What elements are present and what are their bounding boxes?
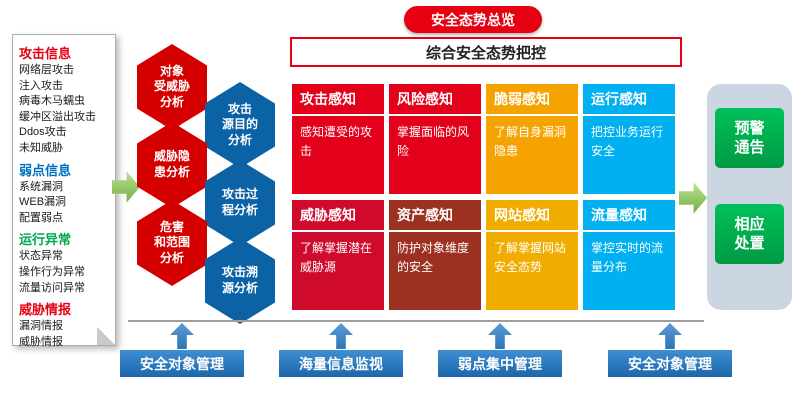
section-title-runtime-anomaly: 运行异常 <box>19 232 72 248</box>
hexagon-attack-traceback-analysis: 攻击溯 源分析 <box>205 238 275 324</box>
page-fold-corner <box>97 327 115 345</box>
hexagon-harm-scope-analysis: 危害 和范围 分析 <box>137 200 207 286</box>
left-info-panel: 攻击信息 网络层攻击 注入攻击 病毒木马蠕虫 缓冲区溢出攻击 Ddos攻击 未知… <box>12 34 116 348</box>
section-title-threat-intel: 威胁情报 <box>19 302 72 318</box>
hexagon-label: 攻击溯 源分析 <box>221 265 258 295</box>
card-title: 威胁感知 <box>292 200 384 232</box>
arrow-up-icon <box>170 323 194 349</box>
bottom-box-weakness-central-mgmt: 弱点集中管理 <box>438 350 562 377</box>
hexagon-attack-source-purpose-analysis: 攻击 源目的 分析 <box>205 82 275 168</box>
section-title-attack-info: 攻击信息 <box>19 46 72 61</box>
card-desc: 了解自身漏洞隐患 <box>494 125 567 158</box>
bottom-box-security-object-mgmt: 安全对象管理 <box>120 350 244 377</box>
list-item: 状态异常 <box>19 250 63 263</box>
card-traffic-sense: 流量感知 掌控实时的流量分布 <box>583 200 675 310</box>
card-title: 流量感知 <box>583 200 675 232</box>
card-title: 脆弱感知 <box>486 84 578 116</box>
arrow-up-icon <box>329 323 353 349</box>
list-item: WEB漏洞 <box>19 196 67 209</box>
card-asset-sense: 资产感知 防护对象维度的安全 <box>389 200 481 310</box>
card-vulnerability-sense: 脆弱感知 了解自身漏洞隐患 <box>486 84 578 194</box>
arrow-right-icon <box>112 171 140 203</box>
title-badge: 安全态势总览 <box>404 6 542 33</box>
card-desc: 掌握面临的风险 <box>397 125 470 158</box>
card-website-sense: 网站感知 了解掌握网站安全态势 <box>486 200 578 310</box>
list-item: 病毒木马蠕虫 <box>19 95 85 108</box>
arrow-up-icon <box>488 323 512 349</box>
list-item: 威胁情报 <box>19 335 63 348</box>
section-title-weakness-info: 弱点信息 <box>19 162 72 178</box>
response-disposal-box: 相应 处置 <box>715 204 784 264</box>
card-operation-sense: 运行感知 把控业务运行安全 <box>583 84 675 194</box>
bottom-box-security-object-mgmt: 安全对象管理 <box>608 350 732 377</box>
horizontal-divider <box>128 320 704 322</box>
hexagon-attack-process-analysis: 攻击过 程分析 <box>205 160 275 246</box>
hexagon-label: 危害 和范围 分析 <box>153 219 190 265</box>
hexagon-label: 对象 受威胁 分析 <box>153 63 190 109</box>
card-desc: 感知遭受的攻击 <box>300 125 373 158</box>
card-attack-sense: 攻击感知 感知遭受的攻击 <box>292 84 384 194</box>
list-item: 操作行为异常 <box>19 266 85 279</box>
response-panel: 预警 通告 相应 处置 <box>707 84 792 310</box>
hexagon-object-threat-analysis: 对象 受威胁 分析 <box>137 44 207 130</box>
card-desc: 了解掌握潜在威胁源 <box>300 241 373 274</box>
list-item: 缓冲区溢出攻击 <box>19 110 96 123</box>
overview-bar: 综合安全态势把控 <box>290 37 682 67</box>
hexagon-label: 威胁隐 患分析 <box>153 149 190 179</box>
card-desc: 防护对象维度的安全 <box>397 241 470 274</box>
sense-cards-grid: 攻击感知 感知遭受的攻击 风险感知 掌握面临的风险 脆弱感知 了解自身漏洞隐患 … <box>292 84 675 310</box>
list-item: 漏洞情报 <box>19 320 63 333</box>
bottom-box-mass-info-monitor: 海量信息监视 <box>279 350 403 377</box>
list-item: 配置弱点 <box>19 211 63 224</box>
list-item: 注入攻击 <box>19 79 63 92</box>
card-desc: 了解掌握网站安全态势 <box>494 241 567 274</box>
warning-notice-box: 预警 通告 <box>715 108 784 168</box>
arrow-up-icon <box>658 323 682 349</box>
hexagon-label: 攻击 源目的 分析 <box>221 101 258 147</box>
arrow-right-icon <box>679 182 707 214</box>
card-title: 运行感知 <box>583 84 675 116</box>
card-title: 风险感知 <box>389 84 481 116</box>
card-desc: 把控业务运行安全 <box>591 125 664 158</box>
list-item: 未知威胁 <box>19 142 63 155</box>
card-title: 攻击感知 <box>292 84 384 116</box>
card-risk-sense: 风险感知 掌握面临的风险 <box>389 84 481 194</box>
list-item: 系统漏洞 <box>19 180 63 193</box>
hexagon-threat-hazard-analysis: 威胁隐 患分析 <box>137 122 207 208</box>
list-item: 网络层攻击 <box>19 64 74 76</box>
card-desc: 掌控实时的流量分布 <box>591 241 664 274</box>
list-item: 流量访问异常 <box>19 281 85 294</box>
hexagon-label: 攻击过 程分析 <box>221 187 258 217</box>
card-threat-sense: 威胁感知 了解掌握潜在威胁源 <box>292 200 384 310</box>
list-item: Ddos攻击 <box>19 126 67 139</box>
card-title: 网站感知 <box>486 200 578 232</box>
card-title: 资产感知 <box>389 200 481 232</box>
